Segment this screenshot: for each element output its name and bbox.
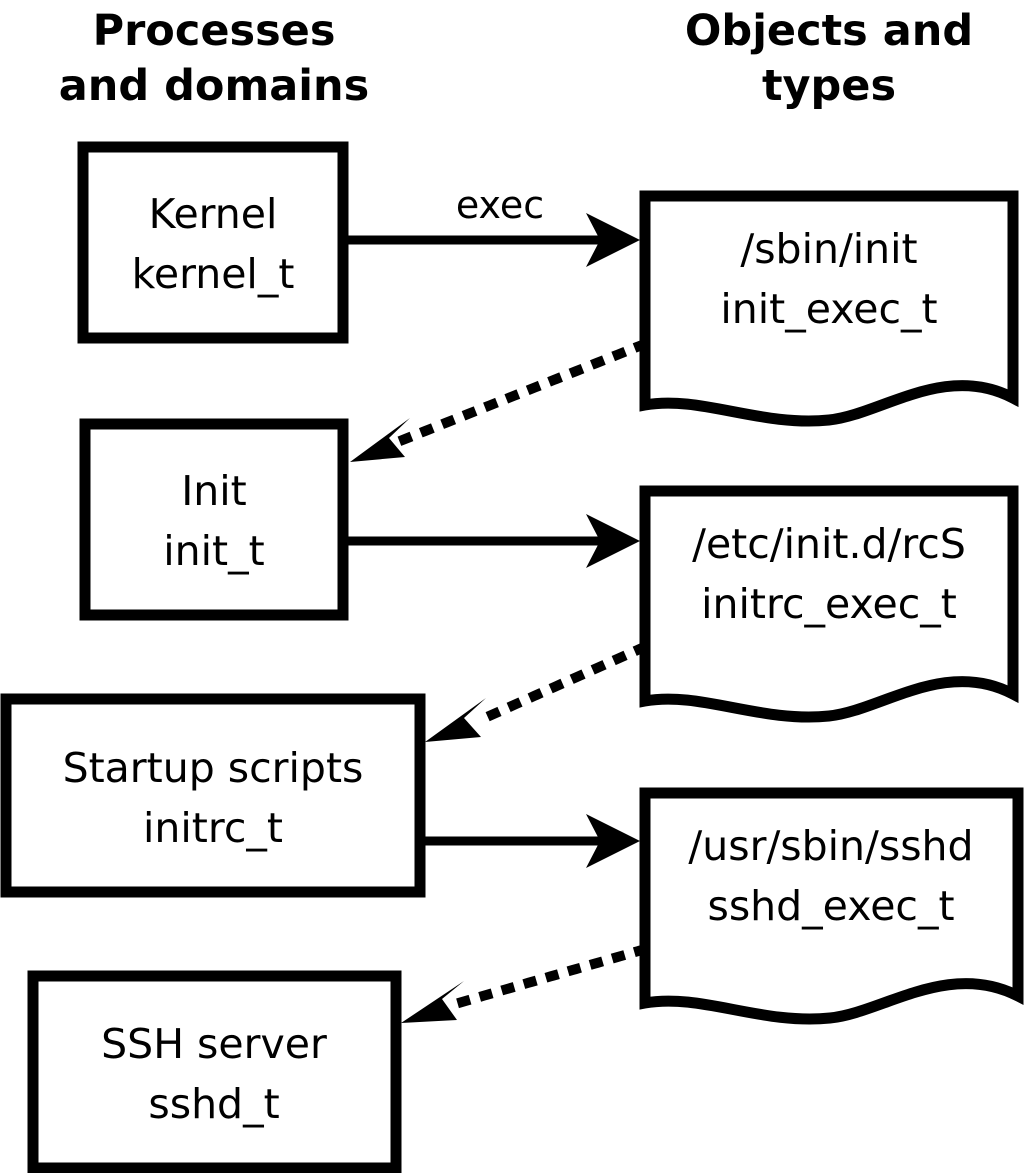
node-init-type: init_t bbox=[163, 527, 264, 575]
edge-init-exec-transition-init bbox=[350, 338, 649, 462]
node-init-exec[interactable]: /sbin/init init_exec_t bbox=[639, 190, 1019, 427]
edge-line bbox=[393, 338, 649, 448]
node-init-exec-path: /sbin/init bbox=[740, 225, 917, 273]
node-kernel[interactable]: Kernel kernel_t bbox=[77, 141, 349, 344]
column-heading-objects-line1: Objects and bbox=[685, 6, 973, 56]
node-sshd-exec[interactable]: /usr/sbin/sshd sshd_exec_t bbox=[639, 787, 1024, 1025]
edge-label-exec: exec bbox=[456, 183, 544, 227]
node-init-exec-document-shape[interactable] bbox=[639, 190, 1019, 427]
node-sshd-exec-path: /usr/sbin/sshd bbox=[688, 822, 973, 870]
node-initrc-name: Startup scripts bbox=[63, 744, 364, 792]
node-sshd-type: sshd_t bbox=[148, 1080, 279, 1128]
column-heading-objects: Objects and types bbox=[685, 6, 973, 111]
node-kernel-box[interactable] bbox=[77, 141, 349, 344]
edge-kernel-exec-init-exec: exec bbox=[348, 183, 640, 267]
edge-line bbox=[448, 943, 649, 1011]
node-sshd-name: SSH server bbox=[101, 1020, 327, 1068]
arrowhead-right bbox=[586, 814, 640, 868]
node-initrc-box[interactable] bbox=[0, 693, 426, 898]
node-sshd-exec-document-shape[interactable] bbox=[639, 787, 1024, 1025]
arrowhead-right bbox=[586, 514, 640, 568]
edge-sshd-exec-transition-sshd bbox=[401, 943, 649, 1023]
column-heading-processes: Processes and domains bbox=[59, 6, 369, 111]
arrowhead-right bbox=[586, 213, 640, 267]
arrowhead-left bbox=[401, 981, 464, 1023]
node-init-exec-type: init_exec_t bbox=[720, 285, 937, 333]
edge-initrc-exec-sshd-exec bbox=[425, 814, 640, 868]
arrowhead-left bbox=[350, 418, 410, 462]
column-heading-processes-line2: and domains bbox=[59, 61, 369, 111]
node-initrc[interactable]: Startup scripts initrc_t bbox=[0, 693, 426, 898]
arrowhead-left bbox=[425, 698, 486, 742]
node-initrc-exec[interactable]: /etc/init.d/rcS initrc_exec_t bbox=[639, 485, 1019, 723]
column-heading-processes-line1: Processes bbox=[93, 6, 336, 56]
edge-initrc-exec-transition-initrc bbox=[425, 641, 649, 742]
node-initrc-exec-path: /etc/init.d/rcS bbox=[692, 520, 966, 568]
node-kernel-name: Kernel bbox=[149, 190, 278, 238]
node-initrc-exec-type: initrc_exec_t bbox=[701, 580, 957, 628]
edge-line bbox=[471, 641, 649, 728]
node-initrc-type: initrc_t bbox=[143, 804, 283, 852]
node-initrc-exec-document-shape[interactable] bbox=[639, 485, 1019, 723]
node-init-name: Init bbox=[181, 467, 247, 515]
node-init-box[interactable] bbox=[79, 418, 349, 621]
node-sshd-box[interactable] bbox=[27, 970, 402, 1173]
edge-init-exec-initrc-exec bbox=[348, 514, 640, 568]
node-kernel-type: kernel_t bbox=[132, 250, 295, 298]
node-sshd-exec-type: sshd_exec_t bbox=[707, 882, 954, 930]
column-heading-objects-line2: types bbox=[762, 61, 896, 111]
node-sshd[interactable]: SSH server sshd_t bbox=[27, 970, 402, 1173]
node-init[interactable]: Init init_t bbox=[79, 418, 349, 621]
